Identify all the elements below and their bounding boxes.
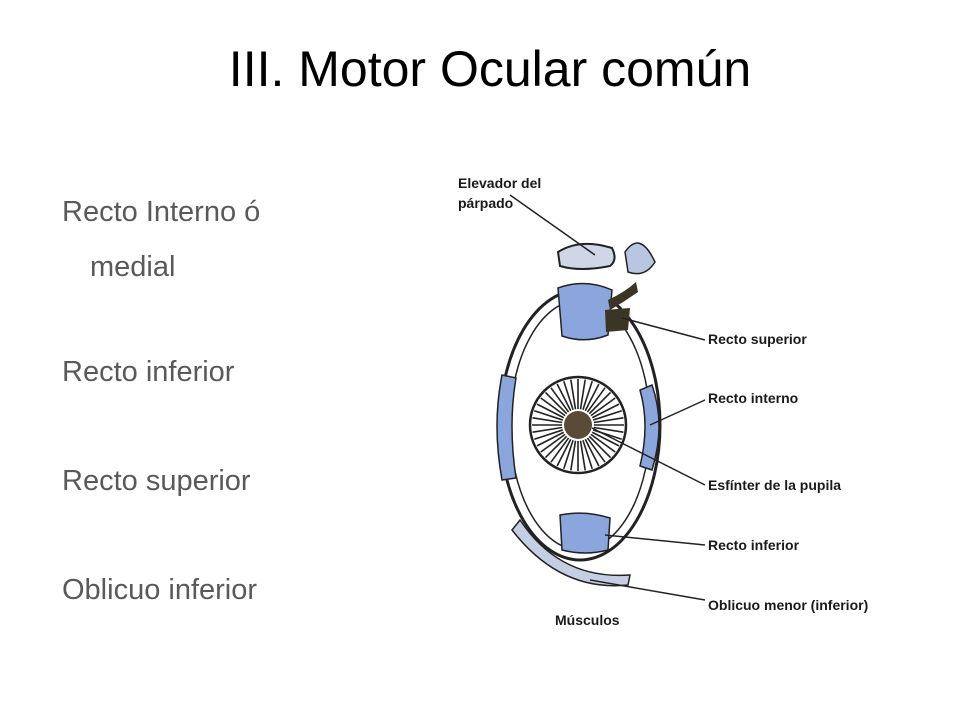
recto-superior-tendon [608, 282, 638, 310]
iris-ray [532, 417, 563, 424]
label-esfinter: Esfínter de la pupila [708, 477, 841, 493]
iris-ray [534, 429, 564, 440]
iris-ray [586, 437, 606, 463]
figure-caption: Músculos [555, 612, 620, 628]
pupil [564, 411, 592, 439]
bullet-item-medial: medial [90, 251, 176, 283]
recto-interno-left-muscle [496, 374, 517, 481]
label-oblicuo: Oblicuo menor (inferior) [708, 597, 868, 613]
bullet-list: Recto Interno ó medial Recto inferior Re… [62, 198, 402, 605]
bullet-item-recto-interno: Recto Interno ó [62, 196, 261, 228]
leader-recto-superior [621, 317, 706, 341]
slide-title: III. Motor Ocular común [228, 41, 752, 97]
iris-ray [584, 383, 600, 412]
label-recto-inferior: Recto inferior [708, 537, 800, 553]
elevador-muscle [556, 242, 616, 270]
iris-ray [588, 435, 612, 459]
iris-ray [586, 387, 606, 413]
iris-ray [534, 410, 564, 421]
iris-ray [550, 437, 570, 463]
leader-recto-inferior [604, 534, 706, 546]
iris-ray [536, 403, 565, 419]
iris-ray [582, 381, 593, 411]
iris-ray [592, 410, 622, 421]
iris-ray [591, 431, 620, 447]
iris-ray [591, 403, 620, 419]
label-recto-superior: Recto superior [708, 331, 807, 347]
recto-superior-muscle [557, 282, 613, 341]
iris-ray [590, 433, 616, 453]
iris-ray [536, 431, 565, 447]
oblicuo-inferior-muscle [511, 518, 631, 587]
bullet-item-recto-inferior: Recto inferior [62, 356, 235, 388]
leader-elevador [509, 194, 596, 256]
recto-inferior-muscle [559, 512, 611, 554]
label-elevador-line2: párpado [458, 195, 513, 211]
label-elevador-line1: Elevador del [458, 175, 541, 191]
eye-muscles-figure: Elevador del párpado Recto superior Rect… [440, 160, 900, 640]
iris-ray [570, 379, 577, 410]
iris-ray [540, 397, 566, 417]
iris-ray [544, 435, 568, 459]
iris-ray [584, 438, 600, 467]
iris-ray [556, 438, 572, 467]
elevador-tendon [624, 242, 656, 275]
label-recto-interno: Recto interno [708, 390, 798, 406]
iris-ray [532, 426, 563, 433]
bullet-item-recto-superior: Recto superior [62, 465, 251, 497]
iris-ray [570, 440, 577, 471]
iris-ray [593, 426, 624, 433]
leader-esfinter [591, 427, 706, 486]
eye-diagram: Elevador del párpado Recto superior Rect… [458, 175, 868, 628]
iris-ray [556, 383, 572, 412]
iris-ray [590, 397, 616, 417]
iris-ray [582, 439, 593, 469]
iris-ray [540, 433, 566, 453]
iris-ray [579, 379, 586, 410]
bullet-item-oblicuo-inferior: Oblicuo inferior [62, 574, 258, 606]
leader-oblicuo [589, 579, 706, 601]
iris-ray [593, 417, 624, 424]
optic-area [605, 308, 630, 332]
iris-ray [550, 387, 570, 413]
iris-rays [532, 379, 624, 471]
recto-interno-right-muscle [639, 384, 660, 471]
iris-ray [579, 440, 586, 471]
iris-ray [544, 391, 568, 415]
iris-ray [563, 381, 574, 411]
leader-recto-interno [649, 399, 706, 426]
iris-ray [588, 391, 612, 415]
iris-ray [563, 439, 574, 469]
